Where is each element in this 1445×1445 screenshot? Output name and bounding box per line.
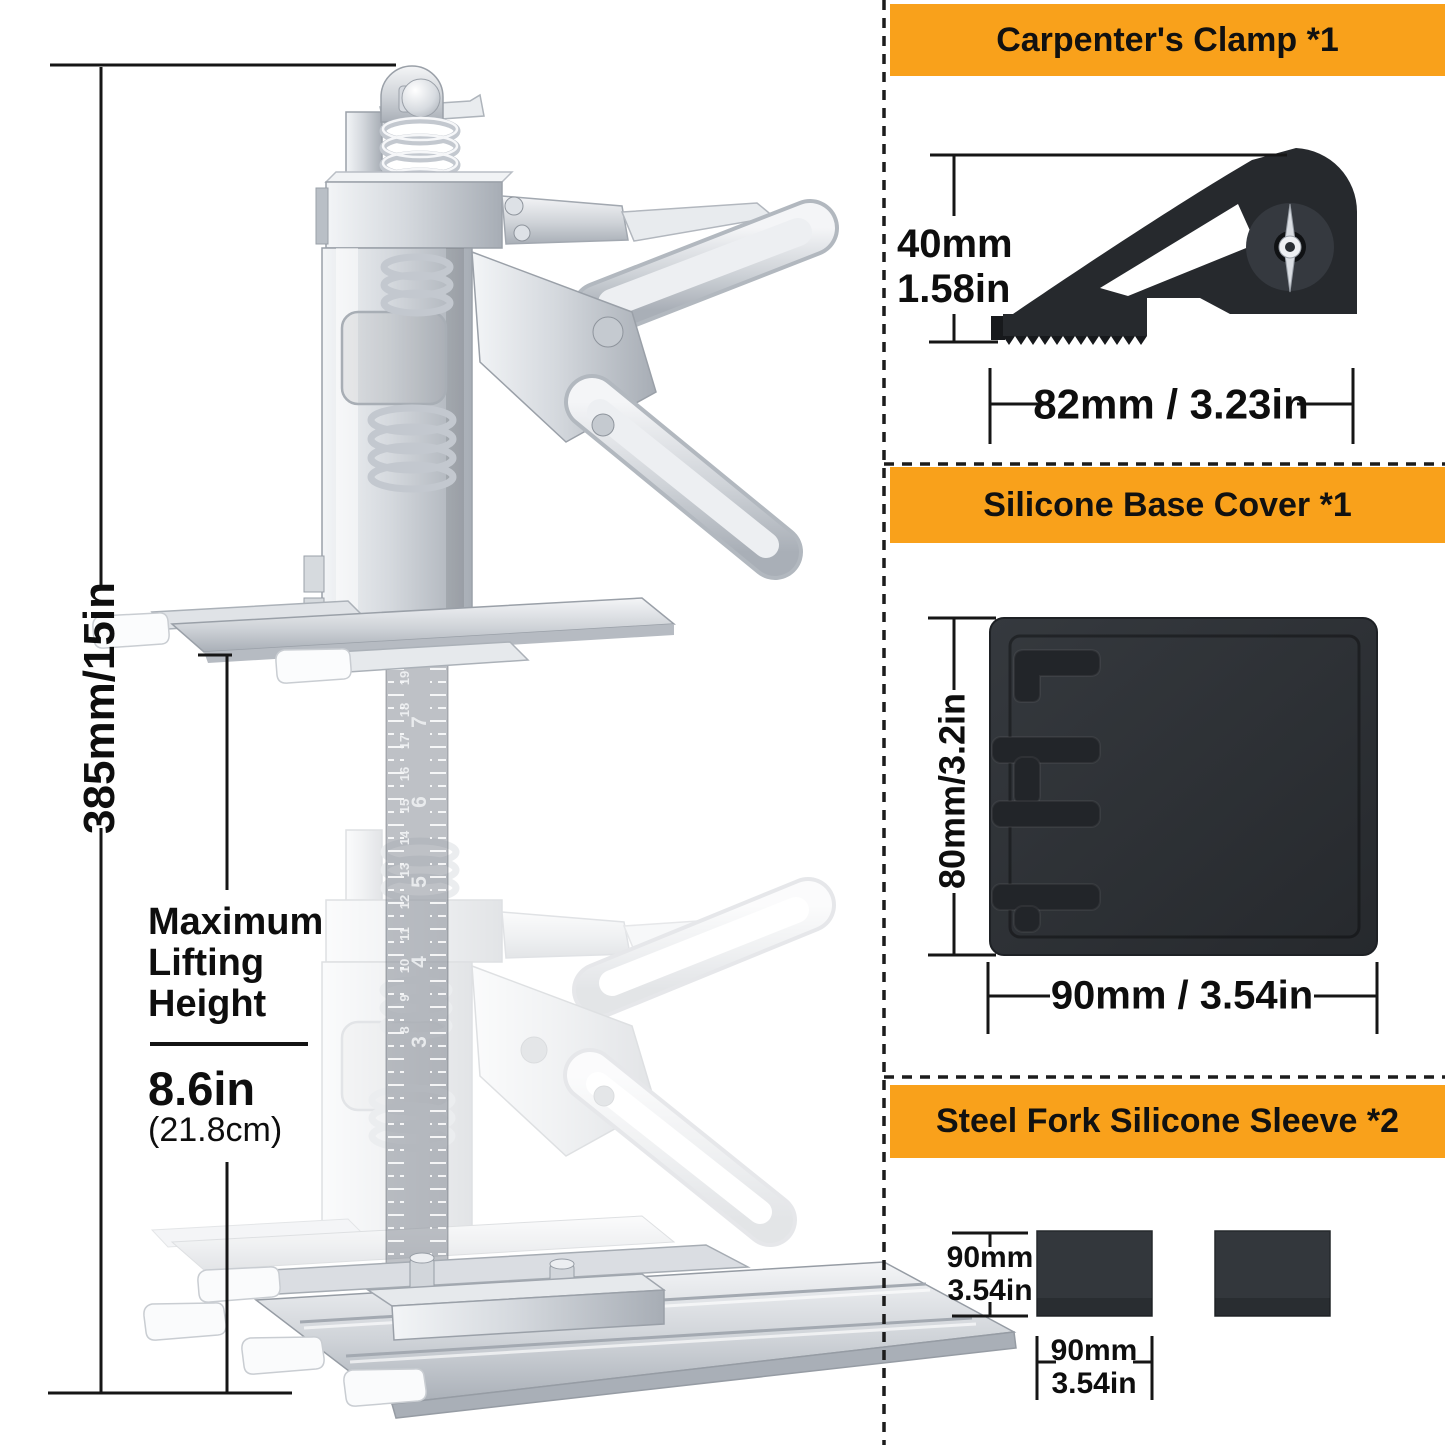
ruler-number: 10 <box>397 959 412 973</box>
ruler-number-inch: 3 <box>408 1036 431 1048</box>
max-lift-metric: (21.8cm) <box>148 1111 283 1149</box>
ruler-number: 9 <box>397 994 412 1001</box>
sleeve-width-mm: 90mm <box>1050 1334 1138 1367</box>
ruler-number: 11 <box>397 927 412 941</box>
clamp-height-in: 1.58in <box>897 267 1011 311</box>
cover-width-label: 90mm / 3.54in <box>1050 973 1314 1018</box>
max-lift-title-line: Lifting <box>148 942 265 985</box>
sleeve-width-label: 90mm 3.54in <box>1051 1334 1138 1400</box>
fork-plate-illustration <box>92 597 676 684</box>
max-lift-divider <box>150 1042 308 1046</box>
ruler-number: 19 <box>397 671 412 685</box>
section-title: Carpenter's Clamp *1 <box>996 20 1339 59</box>
ruler-number: 8 <box>397 1026 412 1033</box>
max-lift-title-line: Height <box>148 983 267 1026</box>
max-lift-title: Maximum Lifting Height <box>148 901 324 1026</box>
section-title: Steel Fork Silicone Sleeve *2 <box>935 1102 1399 1140</box>
max-lift-title-line: Maximum <box>148 901 324 943</box>
panel-divider-dashed <box>882 0 1445 1445</box>
section-header-silicone-base-cover: Silicone Base Cover *1 <box>890 467 1445 543</box>
ruler-scale: 19 18 17 16 15 14 13 12 11 10 9 8 7 6 5 … <box>385 655 449 1309</box>
cover-height-label: 80mm/3.2in <box>931 692 973 890</box>
dimension-lines-left <box>48 63 396 1395</box>
dimension-lines-clamp <box>929 153 1355 444</box>
ruler-number-inch: 5 <box>408 876 431 888</box>
clamp-width-label: 82mm / 3.23in <box>1033 380 1309 428</box>
ruler-number-inch: 7 <box>408 716 431 728</box>
dimension-lines-sleeve <box>952 1231 1154 1400</box>
max-lift-value: 8.6in <box>148 1062 256 1115</box>
section-header-carpenters-clamp: Carpenter's Clamp *1 <box>890 4 1445 76</box>
sleeve-height-mm: 90mm <box>946 1241 1034 1274</box>
ruler-number: 18 <box>397 703 412 717</box>
silicone-sleeve-illustrations <box>1036 1230 1331 1317</box>
total-height-label: 385mm/15in <box>75 582 125 834</box>
ruler-number: 14 <box>397 830 412 845</box>
ruler-number: 17 <box>397 735 412 749</box>
base-plate-illustration <box>143 1244 1017 1419</box>
silicone-base-cover-illustration <box>989 617 1378 956</box>
ruler-number: 13 <box>397 863 412 877</box>
ruler-number: 15 <box>397 799 412 813</box>
ruler-number: 12 <box>397 895 412 909</box>
dimension-lines-cover <box>928 616 1379 1034</box>
sleeve-width-in: 3.54in <box>1051 1367 1137 1400</box>
jack-tool-ghost-illustration <box>150 829 836 1293</box>
sleeve-height-in: 3.54in <box>947 1274 1033 1307</box>
clamp-height-label: 40mm 1.58in <box>897 222 1013 312</box>
jack-tool-illustration <box>303 65 839 643</box>
ruler-number-inch: 4 <box>408 956 431 968</box>
sleeve-height-label: 90mm 3.54in <box>947 1241 1034 1307</box>
clamp-height-mm: 40mm <box>897 222 1013 266</box>
carpenters-clamp-illustration <box>991 148 1357 345</box>
section-header-steel-fork-sleeve: Steel Fork Silicone Sleeve *2 <box>890 1085 1445 1158</box>
ruler-number: 16 <box>397 767 412 781</box>
section-title: Silicone Base Cover *1 <box>983 485 1352 524</box>
ruler-number-inch: 6 <box>408 796 431 808</box>
